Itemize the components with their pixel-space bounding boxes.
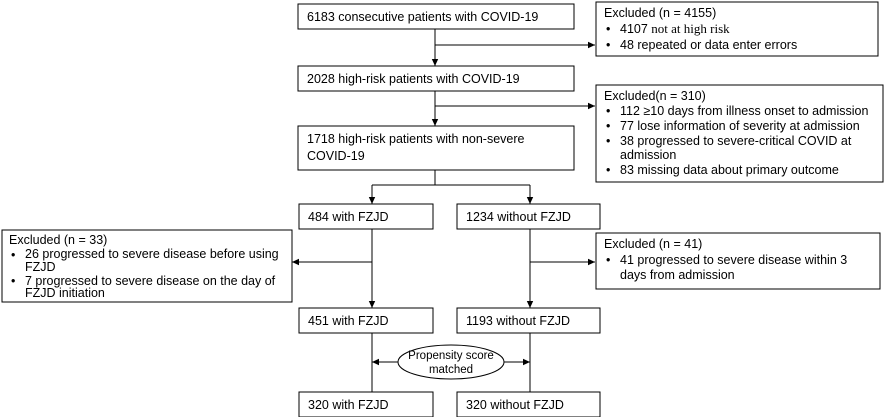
exclusion-3-item1-line1: 26 progressed to severe disease before u… bbox=[25, 247, 279, 261]
exclusion-4-title: Excluded (n = 41) bbox=[604, 237, 702, 251]
exclusion-3-item2-line2: FZJD initiation bbox=[25, 286, 105, 300]
bullet: • bbox=[606, 134, 610, 148]
exclusion-2-item3-line1: 38 progressed to severe-critical COVID a… bbox=[620, 134, 852, 148]
exclusion-3-item2-line1: 7 progressed to severe disease on the da… bbox=[25, 274, 276, 288]
bullet: • bbox=[606, 104, 610, 118]
exclusion-2-item4: 83 missing data about primary outcome bbox=[620, 163, 839, 177]
without-fzjd-after-label: 1193 without FZJD bbox=[466, 314, 570, 328]
bullet: • bbox=[11, 274, 15, 288]
psm-label-line1: Propensity score bbox=[408, 350, 494, 362]
box-without-fzjd: 1234 without FZJD bbox=[456, 203, 601, 230]
with-fzjd-after-label: 451 with FZJD bbox=[308, 314, 389, 328]
psm-label-line2: matched bbox=[429, 364, 473, 376]
high-risk-label: 2028 high-risk patients with COVID-19 bbox=[307, 72, 520, 86]
bullet: • bbox=[606, 38, 610, 52]
bullet: • bbox=[606, 22, 610, 36]
exclusion-4-item1-line1: 41 progressed to severe disease within 3 bbox=[620, 253, 847, 267]
exclusion-2-item2: 77 lose information of severity at admis… bbox=[620, 119, 860, 133]
exclusion-1-item2: 48 repeated or data enter errors bbox=[620, 38, 797, 52]
without-fzjd-label: 1234 without FZJD bbox=[466, 210, 571, 224]
exclusion-box-3: Excluded (n = 33) • 26 progressed to sev… bbox=[1, 229, 293, 303]
exclusion-1-title: Excluded (n = 4155) bbox=[604, 6, 716, 20]
exclusion-3-item1-line2: FZJD bbox=[25, 260, 56, 274]
with-fzjd-matched-label: 320 with FZJD bbox=[308, 398, 389, 412]
bullet: • bbox=[606, 163, 610, 177]
propensity-score-ellipse: Propensity score matched bbox=[397, 344, 505, 380]
exclusion-4-item1-line2: days from admission bbox=[620, 268, 735, 282]
box-non-severe: 1718 high-risk patients with non-severe … bbox=[297, 125, 575, 171]
bullet: • bbox=[606, 119, 610, 133]
exclusion-1-item1: 4107 not at high risk bbox=[620, 21, 730, 36]
with-fzjd-label: 484 with FZJD bbox=[308, 210, 389, 224]
non-severe-label-line1: 1718 high-risk patients with non-severe bbox=[307, 132, 525, 146]
exclusion-2-title: Excluded(n = 310) bbox=[604, 89, 706, 103]
box-with-fzjd: 484 with FZJD bbox=[298, 203, 434, 230]
box-with-fzjd-after-exclusion: 451 with FZJD bbox=[298, 307, 434, 334]
without-fzjd-matched-label: 320 without FZJD bbox=[466, 398, 564, 412]
box-with-fzjd-matched: 320 with FZJD bbox=[298, 391, 434, 417]
box-high-risk: 2028 high-risk patients with COVID-19 bbox=[297, 65, 575, 92]
box-without-fzjd-after-exclusion: 1193 without FZJD bbox=[456, 307, 601, 334]
box-without-fzjd-matched: 320 without FZJD bbox=[456, 391, 601, 417]
exclusion-2-item1: 112 ≥10 days from illness onset to admis… bbox=[620, 104, 868, 118]
exclusion-box-2: Excluded(n = 310) • 112 ≥10 days from il… bbox=[595, 84, 884, 183]
non-severe-label-line2: COVID-19 bbox=[307, 149, 365, 163]
all-patients-label: 6183 consecutive patients with COVID-19 bbox=[307, 10, 538, 24]
box-all-patients: 6183 consecutive patients with COVID-19 bbox=[297, 3, 575, 30]
connectors bbox=[292, 29, 595, 392]
exclusion-3-title: Excluded (n = 33) bbox=[9, 233, 107, 247]
exclusion-box-1: Excluded (n = 4155) • 4107 not at high r… bbox=[595, 1, 879, 57]
bullet: • bbox=[606, 253, 610, 267]
bullet: • bbox=[11, 248, 15, 262]
exclusion-box-4: Excluded (n = 41) • 41 progressed to sev… bbox=[595, 232, 881, 290]
exclusion-2-item3-line2: admission bbox=[620, 148, 676, 162]
